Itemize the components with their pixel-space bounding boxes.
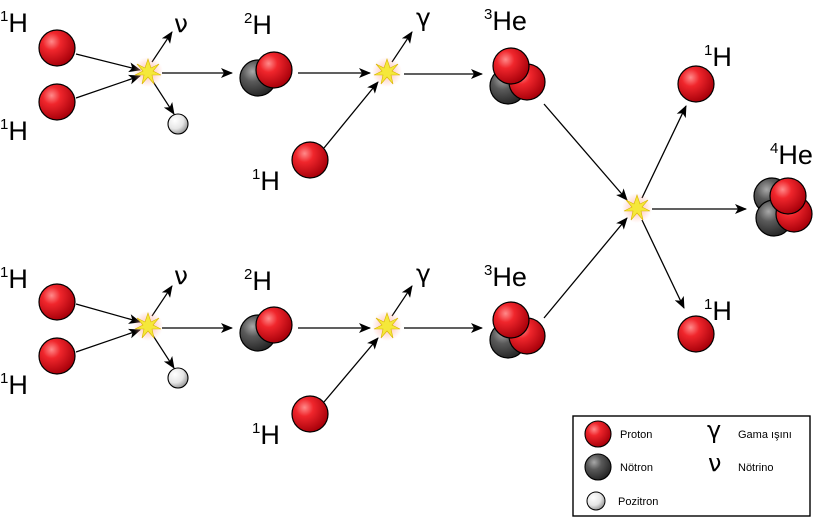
legend-neutron-label: Nötron [620, 462, 653, 474]
proton-icon [38, 337, 76, 375]
collision-flash-icon [372, 311, 402, 341]
legend-positron-icon [586, 491, 606, 511]
positron-icon [167, 367, 189, 389]
arrow [151, 79, 175, 115]
arrow [75, 53, 141, 73]
isotope-label: 2H [244, 266, 272, 296]
arrow [391, 285, 413, 317]
legend-proton-icon [584, 420, 612, 448]
legend-gamma-label: Gama ışını [738, 429, 792, 441]
legend-box [572, 415, 811, 517]
isotope-label: 3He [484, 6, 527, 36]
proton-icon [291, 141, 329, 179]
arrow [543, 217, 628, 319]
gamma-label: γ [416, 3, 431, 32]
legend-neutrino-icon: ν [708, 449, 721, 477]
isotope-label: 3He [484, 262, 527, 292]
isotope-label: 1H [252, 166, 280, 196]
arrow [151, 333, 175, 369]
collision-flash-icon [622, 193, 652, 223]
proton-icon [38, 83, 76, 121]
arrow [543, 103, 628, 201]
neutrino-label: ν [174, 261, 188, 290]
legend-neutrino-label: Nötrino [738, 462, 773, 474]
arrow [151, 285, 173, 317]
arrow [323, 81, 379, 149]
proton-icon [677, 315, 715, 353]
bottom-chain [38, 283, 546, 433]
deuterium-nucleus-icon [239, 51, 293, 97]
proton-icon [677, 65, 715, 103]
collision-flash-icon [133, 57, 163, 87]
legend-gamma-icon: γ [707, 416, 721, 444]
final-reaction [543, 65, 813, 353]
isotope-label: 1H [0, 8, 28, 38]
helium4-nucleus-icon [753, 177, 813, 237]
gamma-label: γ [416, 259, 431, 288]
positron-icon [167, 113, 189, 135]
isotope-label: 1H [704, 42, 732, 72]
helium3-nucleus-icon [489, 47, 546, 105]
isotope-label: 1H [252, 420, 280, 450]
isotope-label: 2H [244, 10, 272, 40]
isotope-label: 1H [0, 370, 28, 400]
proton-icon [38, 29, 76, 67]
arrow [641, 219, 685, 309]
deuterium-nucleus-icon [239, 306, 293, 352]
arrow [323, 337, 379, 403]
legend-neutron-icon [584, 453, 612, 481]
arrow [391, 31, 413, 63]
isotope-label: 4He [770, 140, 813, 170]
proton-icon [38, 283, 76, 321]
arrow [75, 328, 141, 353]
legend: Proton Nötron Pozitron γ Gama ışını ν Nö… [572, 415, 811, 517]
neutrino-label: ν [174, 9, 188, 38]
collision-flash-icon [133, 311, 163, 341]
isotope-label: 1H [0, 264, 28, 294]
arrow [151, 31, 173, 63]
proton-icon [291, 395, 329, 433]
legend-proton-label: Proton [620, 429, 652, 441]
legend-positron-label: Pozitron [618, 496, 658, 508]
isotope-label: 1H [0, 116, 28, 146]
top-chain [38, 29, 546, 179]
helium3-nucleus-icon [489, 301, 546, 359]
isotope-label: 1H [704, 296, 732, 326]
collision-flash-icon [372, 57, 402, 87]
arrow [641, 105, 687, 199]
arrow [75, 303, 141, 324]
arrow [75, 74, 141, 99]
labels: 1H 1H ν 2H γ 1H 3He 1H 4He 1H 1H 1H [0, 3, 813, 450]
